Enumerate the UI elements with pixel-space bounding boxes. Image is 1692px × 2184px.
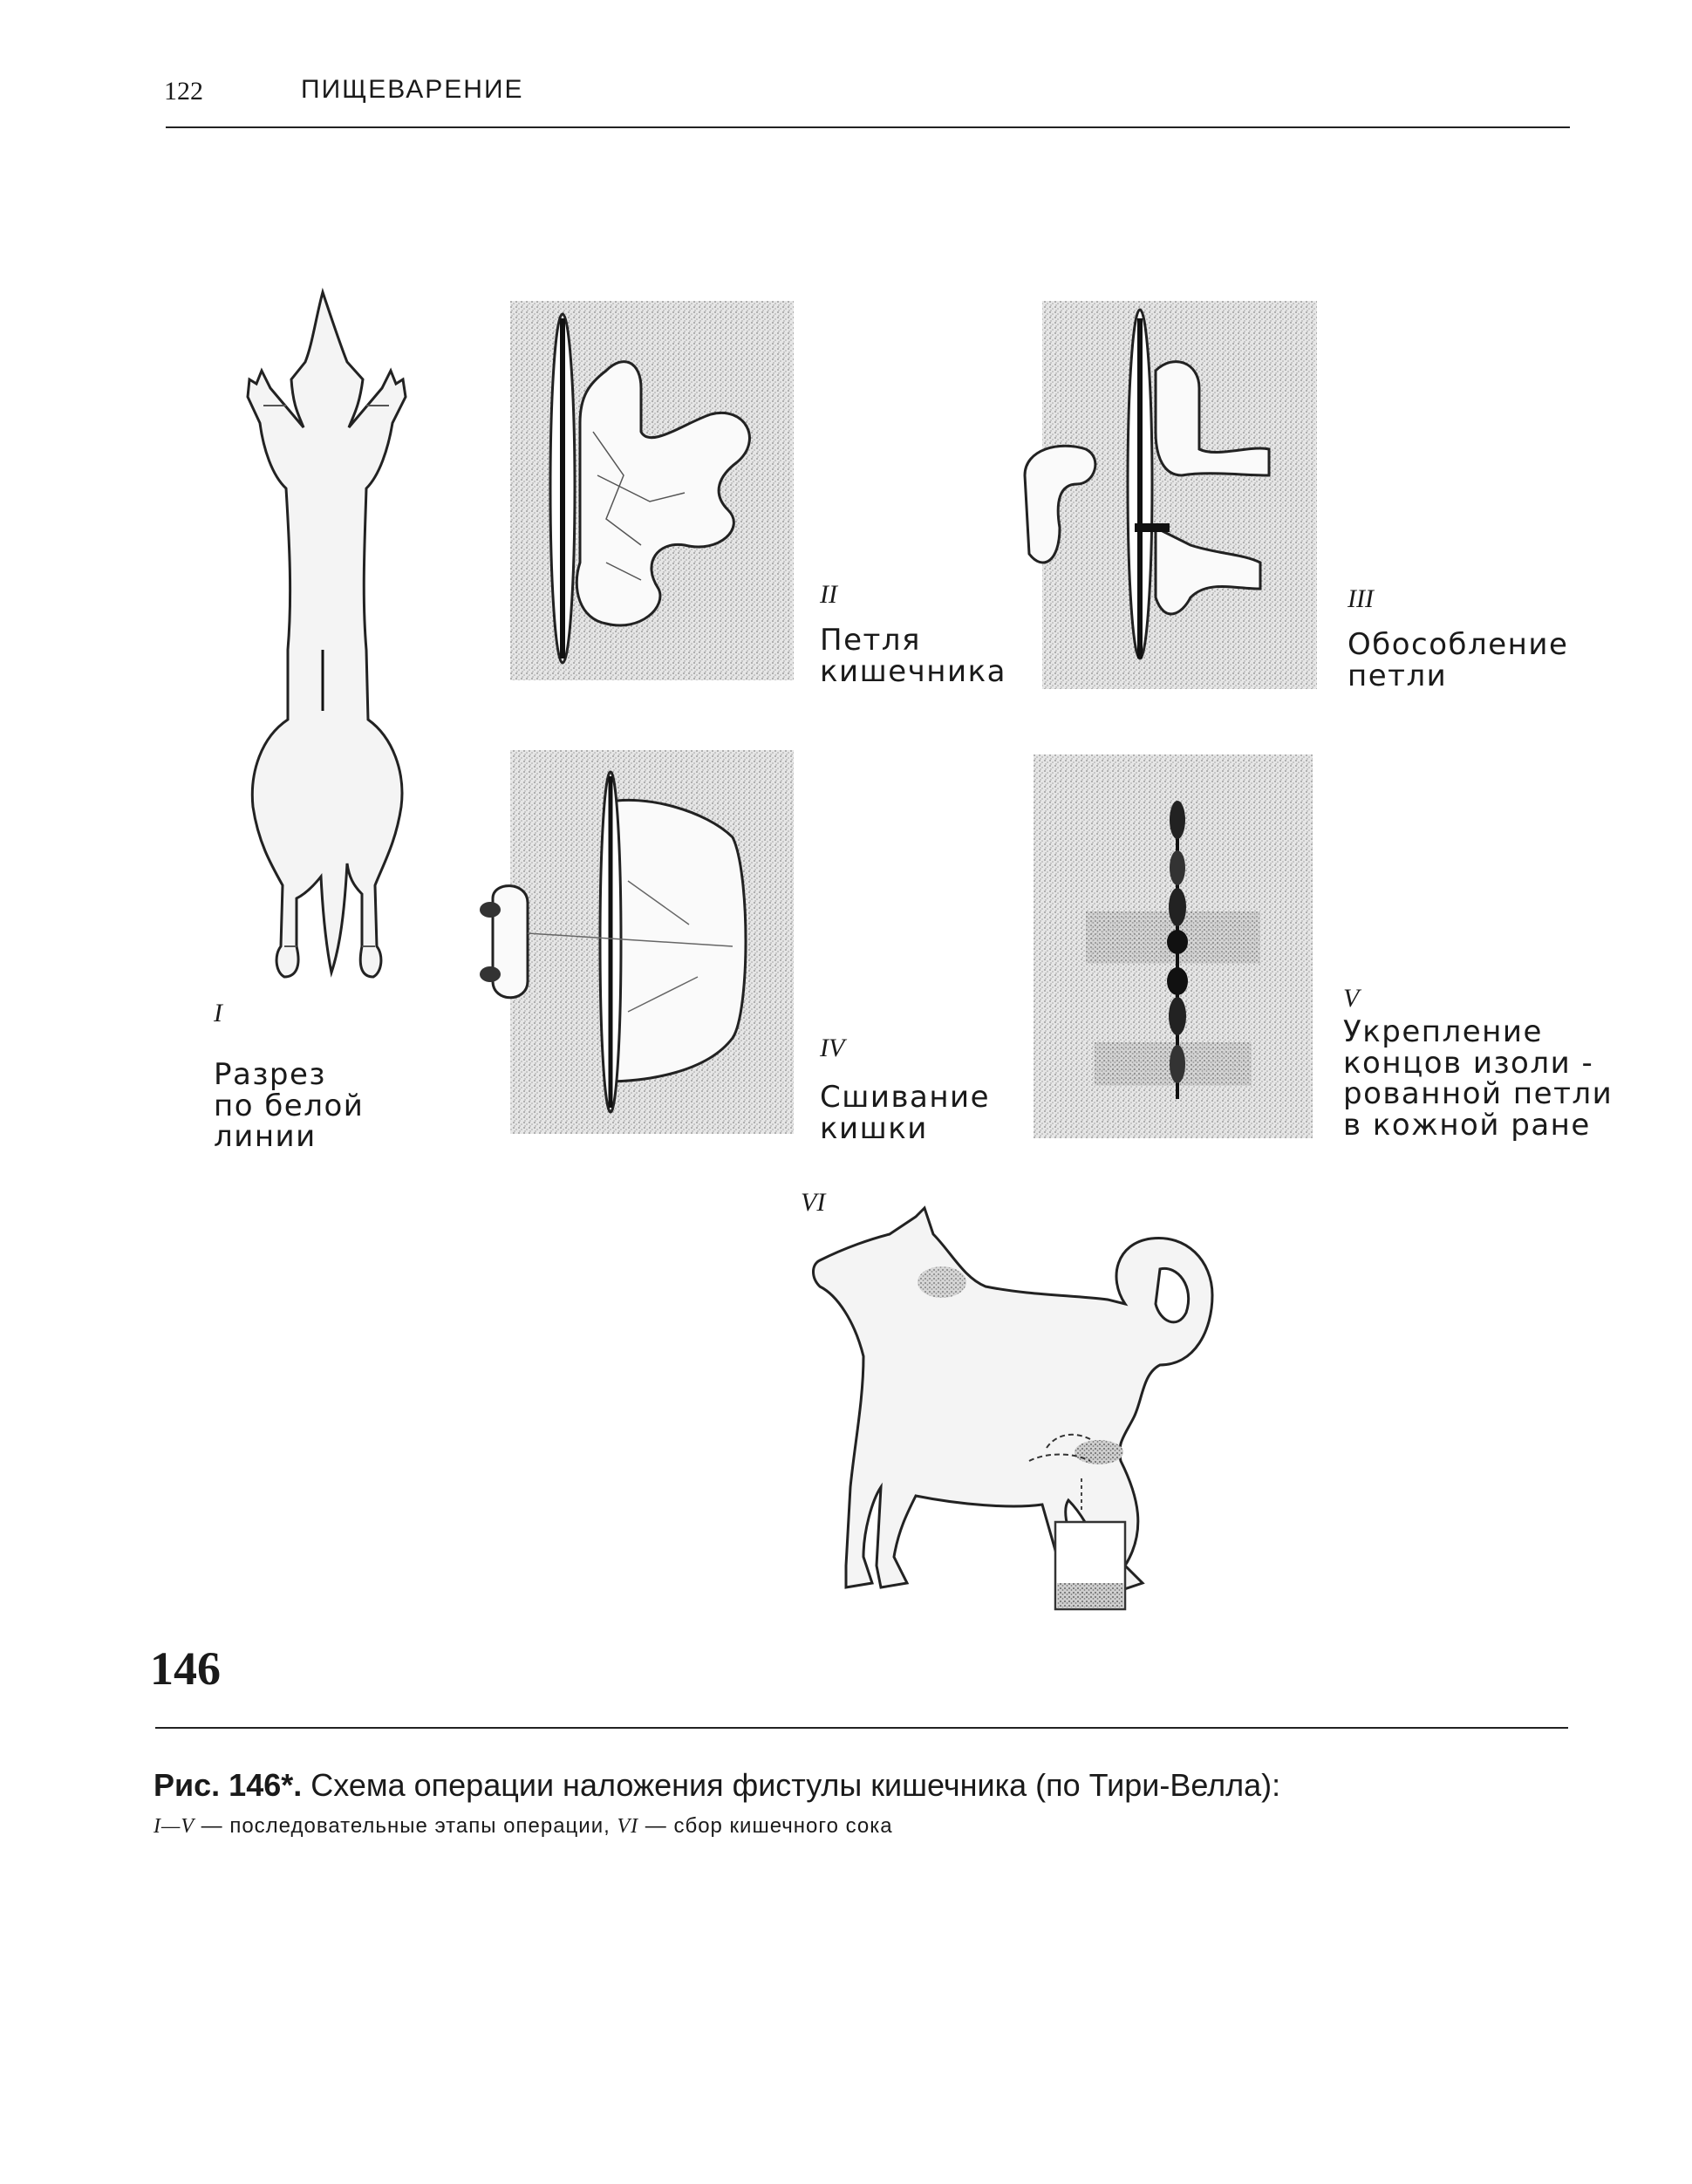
- panel-i-illustration: [246, 287, 407, 979]
- panel-v-line-4: в кожной ране: [1343, 1108, 1591, 1143]
- panel-i-line-1: Разрез: [214, 1057, 326, 1092]
- panel-i-text: Разрез по белой линии: [214, 1057, 365, 1155]
- panel-i-line-2: по белой: [214, 1088, 365, 1123]
- panel-iv-line-1: Сшивание: [820, 1080, 991, 1115]
- panel-ii-line-1: Петля: [820, 623, 921, 658]
- caption-range: I—V: [154, 1815, 194, 1838]
- panel-iii-roman: III: [1347, 584, 1374, 613]
- panel-v-text: Укрепление концов изоли - рованной петли…: [1343, 1014, 1614, 1143]
- panel-v-roman: V: [1343, 984, 1360, 1013]
- panel-i-roman: I: [214, 999, 222, 1027]
- caption-sub: I—V — последовательные этапы операции, V…: [154, 1814, 893, 1839]
- panel-v-line-3: рованной петли: [1343, 1076, 1614, 1112]
- caption-sub-text: — последовательные этапы операции,: [194, 1814, 617, 1838]
- header-rule: [166, 126, 1570, 128]
- panel-iv-label: IV Сшивание кишки: [820, 1034, 990, 1144]
- panel-ii-illustration: [510, 301, 794, 680]
- caption-text: Схема операции наложения фистулы кишечни…: [302, 1767, 1281, 1803]
- page-number: 122: [164, 77, 203, 106]
- panel-i-label: I Разрез по белой линии: [214, 999, 364, 1153]
- panel-iii-label: III Обособление петли: [1347, 584, 1568, 692]
- caption-sub-text-2: — сбор кишечного сока: [638, 1814, 893, 1838]
- caption-lead: Рис. 146*.: [154, 1767, 303, 1803]
- caption-vi: VI: [617, 1815, 639, 1838]
- panel-ii-roman: II: [820, 580, 837, 609]
- caption-main: Рис. 146*. Схема операции наложения фист…: [154, 1767, 1280, 1804]
- panel-vi-roman: VI: [801, 1188, 826, 1217]
- panel-v-label: V Укрепление концов изоли - рованной пет…: [1343, 984, 1613, 1142]
- panel-ii-line-2: кишечника: [820, 653, 1006, 689]
- figure-number: 146: [150, 1642, 221, 1695]
- panel-iv-text: Сшивание кишки: [820, 1082, 990, 1144]
- panel-ii-label: II Петля кишечника: [820, 580, 1006, 687]
- panel-v-line-1: Укрепление: [1343, 1014, 1543, 1049]
- panel-iv-roman: IV: [820, 1034, 845, 1062]
- panel-iii-line-2: петли: [1347, 658, 1448, 693]
- panel-iv-line-2: кишки: [820, 1110, 928, 1146]
- panel-iii-line-1: Обособление: [1347, 627, 1569, 662]
- panel-iv-illustration: [480, 750, 794, 1134]
- caption-rule: [155, 1727, 1568, 1729]
- panel-iii-text: Обособление петли: [1347, 627, 1569, 693]
- panel-v-line-2: концов изоли -: [1343, 1045, 1594, 1081]
- panel-iii-illustration: [1023, 301, 1317, 689]
- panel-ii-text: Петля кишечника: [820, 623, 1006, 689]
- panel-vi-illustration: [812, 1205, 1214, 1611]
- panel-v-illustration: [1034, 754, 1313, 1138]
- panel-i-line-3: линии: [214, 1119, 317, 1155]
- section-title: ПИЩЕВАРЕНИЕ: [301, 75, 524, 104]
